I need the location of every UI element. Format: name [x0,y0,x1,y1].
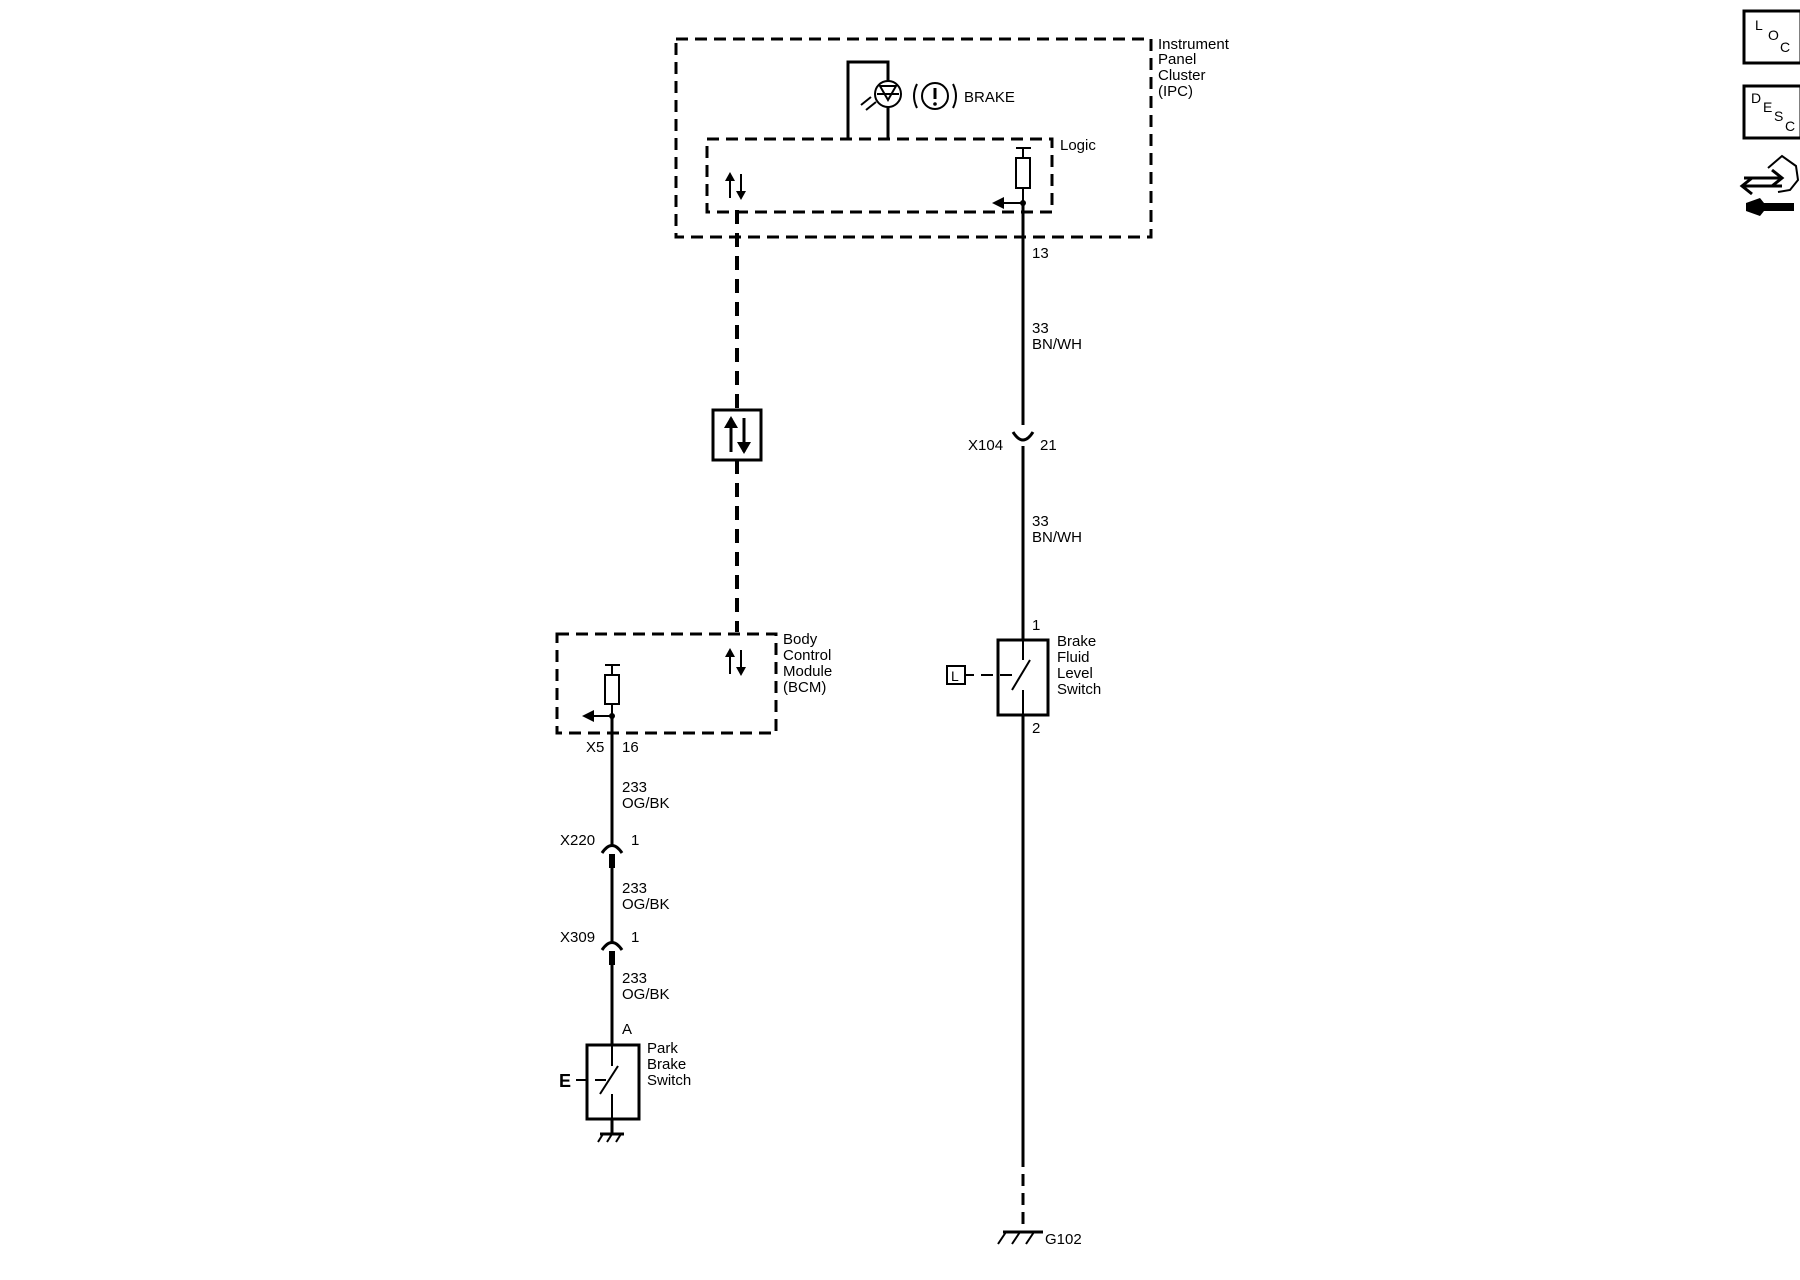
bfs-pin-2: 2 [1032,720,1040,737]
wire-2-color: BN/WH [1032,529,1082,546]
ground-label: G102 [1045,1231,1082,1248]
serial-data-link [711,210,763,632]
ground-park-brake [597,1132,624,1143]
brake-warning-icon [913,82,957,110]
svg-text:O: O [1768,27,1779,43]
ipc-boundary [674,37,1153,239]
svg-text:E: E [559,1071,571,1091]
ipc-name-line-2: Panel [1158,51,1196,68]
bcm-boundary [555,632,778,735]
svg-text:L: L [1755,17,1763,33]
x104-label: X104 [968,437,1003,454]
wire-3-color: OG/BK [622,795,670,812]
ipc-pin-13: 13 [1032,245,1049,262]
pbs-name-line-3: Switch [647,1072,691,1089]
connector-x309: X309 1 [560,929,639,965]
bfs-name-line-3: Level [1057,665,1093,682]
connector-wrench-icon[interactable] [1739,154,1800,216]
pbs-pin-a: A [622,1021,632,1038]
bcm-serial-data-arrows-icon [725,648,746,676]
equipment-badge-e[interactable]: E [559,1071,571,1091]
ipc-pullup-resistor [992,147,1031,209]
svg-text:C: C [1780,39,1790,55]
svg-text:L: L [951,668,959,684]
bcm-module: Body Control Module (BCM) [555,631,832,735]
bcm-name-line-2: Control [783,647,831,664]
ground-g102: G102 [997,1230,1082,1248]
bcm-pin-16: 16 [622,739,639,756]
bfs-name-line-4: Switch [1057,681,1101,698]
wire-4-circuit: 233 [622,880,647,897]
circuit-233-ogbk: X5 16 233 OG/BK X220 1 233 OG/BK X309 1 … [559,716,691,1143]
connector-x220: X220 1 [560,832,639,868]
bcm-connector-x5: X5 [586,739,604,756]
brake-indicator-lamp: BRAKE [846,60,1015,138]
wire-2-circuit: 33 [1032,513,1049,530]
wire-4-color: OG/BK [622,896,670,913]
wire-5-color: OG/BK [622,986,670,1003]
bfs-name-line-1: Brake [1057,633,1096,650]
bcm-name-line-3: Module [783,663,832,680]
park-brake-switch: A E Park Brake Switch [559,1021,691,1121]
x220-pin: 1 [631,832,639,849]
wire-5-circuit: 233 [622,970,647,987]
brake-fluid-level-switch: 1 L Brake Fluid Level Switch 2 [946,617,1101,737]
svg-text:S: S [1774,108,1783,124]
ipc-module: Instrument Panel Cluster (IPC) BRAKE Log… [674,36,1230,239]
x309-pin: 1 [631,929,639,946]
wire-1-color: BN/WH [1032,336,1082,353]
circuit-33-bnwh: 13 33 BN/WH X104 21 33 BN/WH 1 L Brake F… [946,203,1101,1248]
pbs-name-line-1: Park [647,1040,678,1057]
serial-data-icon [711,408,763,462]
bcm-name-line-1: Body [783,631,818,648]
wire-3-circuit: 233 [622,779,647,796]
svg-text:C: C [1785,118,1795,134]
bcm-pullup-resistor [582,664,620,722]
connector-x104: X104 21 [968,431,1057,640]
bfs-pin-1: 1 [1032,617,1040,634]
ipc-name-line-1: Instrument [1158,36,1230,53]
bcm-name-line-4: (BCM) [783,679,826,696]
wire-1-circuit: 33 [1032,320,1049,337]
desc-icon-button[interactable]: D E S C [1742,84,1800,140]
svg-text:E: E [1763,99,1772,115]
loc-icon-button[interactable]: L O C [1742,9,1800,65]
brake-indicator-label: BRAKE [964,89,1015,106]
serial-data-arrows-icon [725,172,746,200]
logic-boundary [705,137,1054,214]
ipc-name-line-4: (IPC) [1158,83,1193,100]
logic-label: Logic [1060,137,1096,154]
ipc-name-line-3: Cluster [1158,67,1206,84]
x309-label: X309 [560,929,595,946]
svg-text:D: D [1751,90,1761,106]
x104-pin: 21 [1040,437,1057,454]
x220-label: X220 [560,832,595,849]
pbs-name-line-2: Brake [647,1056,686,1073]
bfs-name-line-2: Fluid [1057,649,1090,666]
location-badge-l[interactable]: L [946,665,966,685]
